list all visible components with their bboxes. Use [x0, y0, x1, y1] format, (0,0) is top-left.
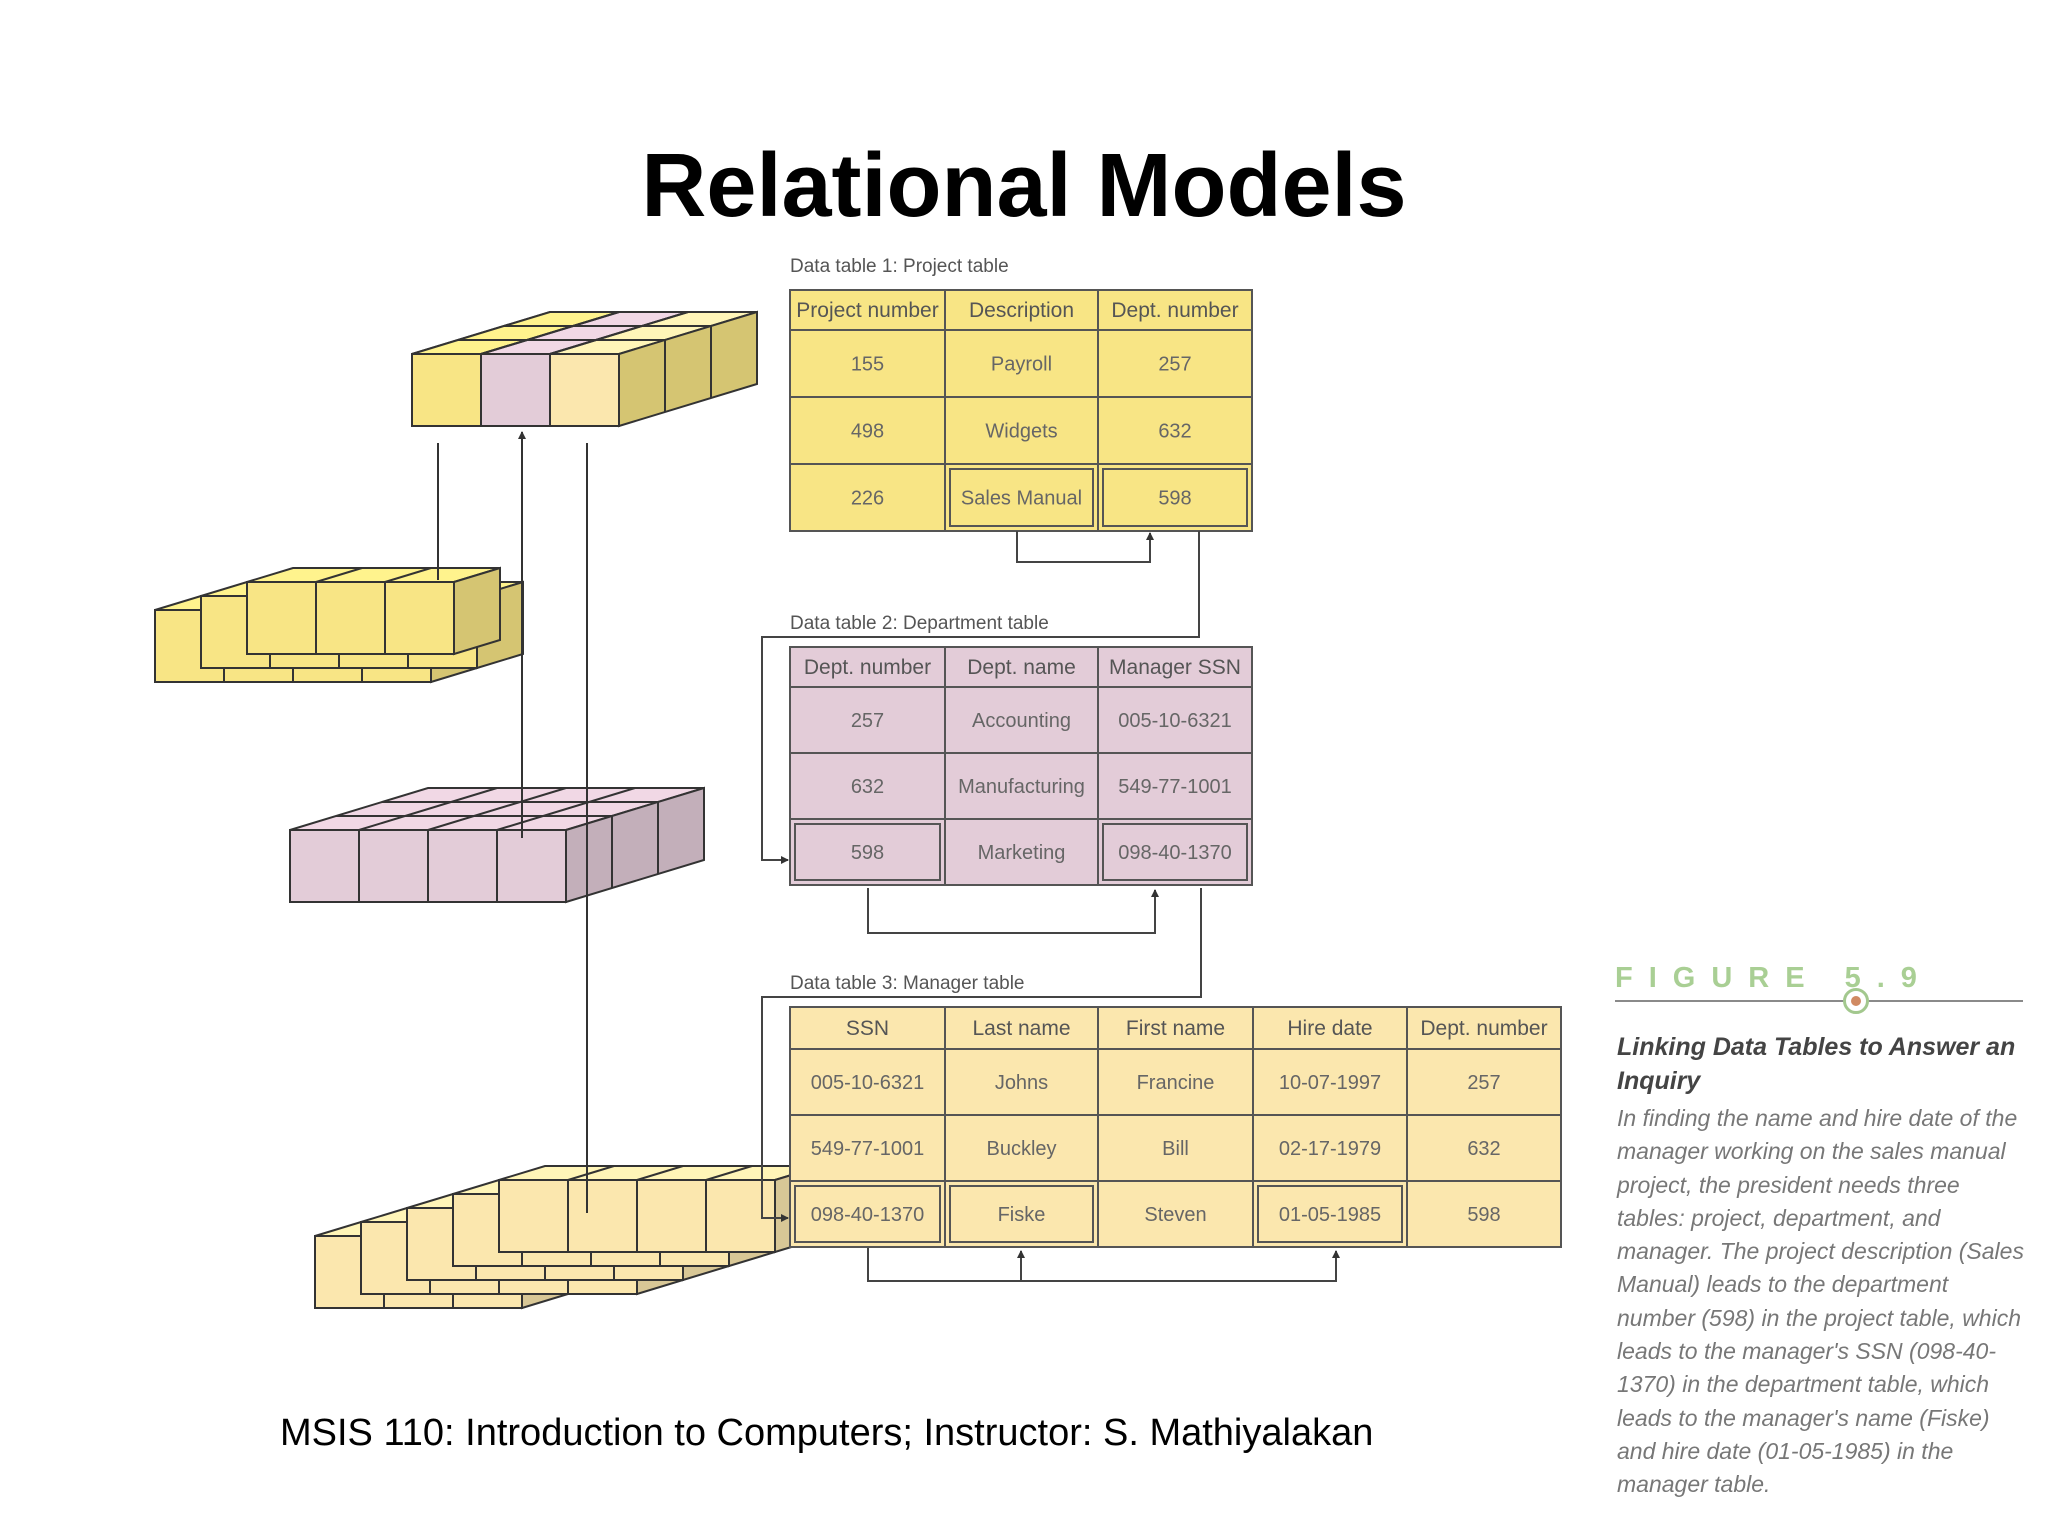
department-header-cell: Manager SSN	[1109, 656, 1241, 679]
manager-data-cell: 098-40-1370	[811, 1204, 924, 1226]
manager-data-cell: Fiske	[998, 1204, 1046, 1226]
department-data-cell: 257	[851, 710, 884, 732]
link-dept-to-department-table	[761, 531, 1200, 864]
manager-records-d	[498, 1164, 822, 1254]
slide-title: Relational Models	[641, 136, 1407, 236]
department-data-cell: Accounting	[972, 710, 1071, 732]
department-block	[289, 786, 705, 904]
project-table-caption: Data table 1: Project table	[790, 256, 1009, 277]
project-data-cell: 632	[1158, 421, 1191, 443]
project-data-cell: 257	[1158, 354, 1191, 376]
manager-data-cell: Johns	[995, 1072, 1048, 1094]
department-data-cell: 098-40-1370	[1118, 842, 1231, 864]
manager-data-cell: 257	[1467, 1072, 1500, 1094]
manager-header-cell: SSN	[846, 1017, 889, 1040]
manager-data-cell: 549-77-1001	[811, 1138, 924, 1160]
figure-dot-icon	[1843, 988, 1869, 1014]
figure-label: FIGURE 5.9	[1615, 962, 1933, 994]
department-data-cell: 598	[851, 842, 884, 864]
manager-table-caption: Data table 3: Manager table	[790, 973, 1025, 994]
manager-data-cell: 01-05-1985	[1279, 1204, 1381, 1226]
link-arrows	[761, 531, 1340, 1282]
manager-data-cell: 10-07-1997	[1279, 1072, 1381, 1094]
figure-heading: Linking Data Tables to Answer an Inquiry	[1617, 1033, 2016, 1095]
department-header-cell: Dept. number	[804, 656, 931, 679]
isometric-blocks	[154, 310, 822, 1310]
project-records-back	[246, 566, 501, 656]
project-block	[411, 310, 758, 428]
project-header-cell: Description	[969, 299, 1074, 322]
project-data-cell: Widgets	[985, 421, 1057, 443]
manager-header-cell: Hire date	[1287, 1017, 1372, 1040]
manager-data-cell: Buckley	[986, 1138, 1056, 1160]
project-header-cell: Project number	[796, 299, 938, 322]
manager-data-cell: 632	[1467, 1138, 1500, 1160]
manager-data-cell: Francine	[1137, 1072, 1215, 1094]
manager-data-cell: 005-10-6321	[811, 1072, 924, 1094]
department-data-cell: 005-10-6321	[1118, 710, 1231, 732]
department-table-caption: Data table 2: Department table	[790, 613, 1049, 634]
link-ssn-to-manager-table	[761, 888, 1202, 1222]
project-data-cell: 226	[851, 488, 884, 510]
block-arrows	[437, 431, 588, 1213]
manager-header-cell: First name	[1126, 1017, 1225, 1040]
project-data-cell: 598	[1158, 488, 1191, 510]
department-data-cell: Marketing	[978, 842, 1066, 864]
figure-body: In finding the name and hire date of the…	[1617, 1105, 2024, 1498]
link-ssn-to-hire-date	[867, 1248, 1340, 1282]
department-data-cell: 549-77-1001	[1118, 776, 1231, 798]
manager-data-cell: 02-17-1979	[1279, 1138, 1381, 1160]
project-data-cell: Sales Manual	[961, 488, 1082, 510]
link-dept-to-ssn	[867, 888, 1159, 934]
project-header-cell: Dept. number	[1111, 299, 1238, 322]
department-header-cell: Dept. name	[967, 656, 1076, 679]
department-data-cell: Manufacturing	[958, 776, 1085, 798]
manager-header-cell: Last name	[972, 1017, 1070, 1040]
manager-data-cell: Steven	[1144, 1204, 1206, 1226]
link-description-to-dept	[1016, 531, 1154, 563]
manager-header-cell: Dept. number	[1420, 1017, 1547, 1040]
manager-data-cell: Bill	[1162, 1138, 1189, 1160]
figure-rule	[1615, 1000, 2023, 1002]
project-data-cell: 155	[851, 354, 884, 376]
department-data-cell: 632	[851, 776, 884, 798]
slide-footer: MSIS 110: Introduction to Computers; Ins…	[280, 1412, 1374, 1454]
project-data-cell: Payroll	[991, 354, 1052, 376]
manager-data-cell: 598	[1467, 1204, 1500, 1226]
project-data-cell: 498	[851, 421, 884, 443]
